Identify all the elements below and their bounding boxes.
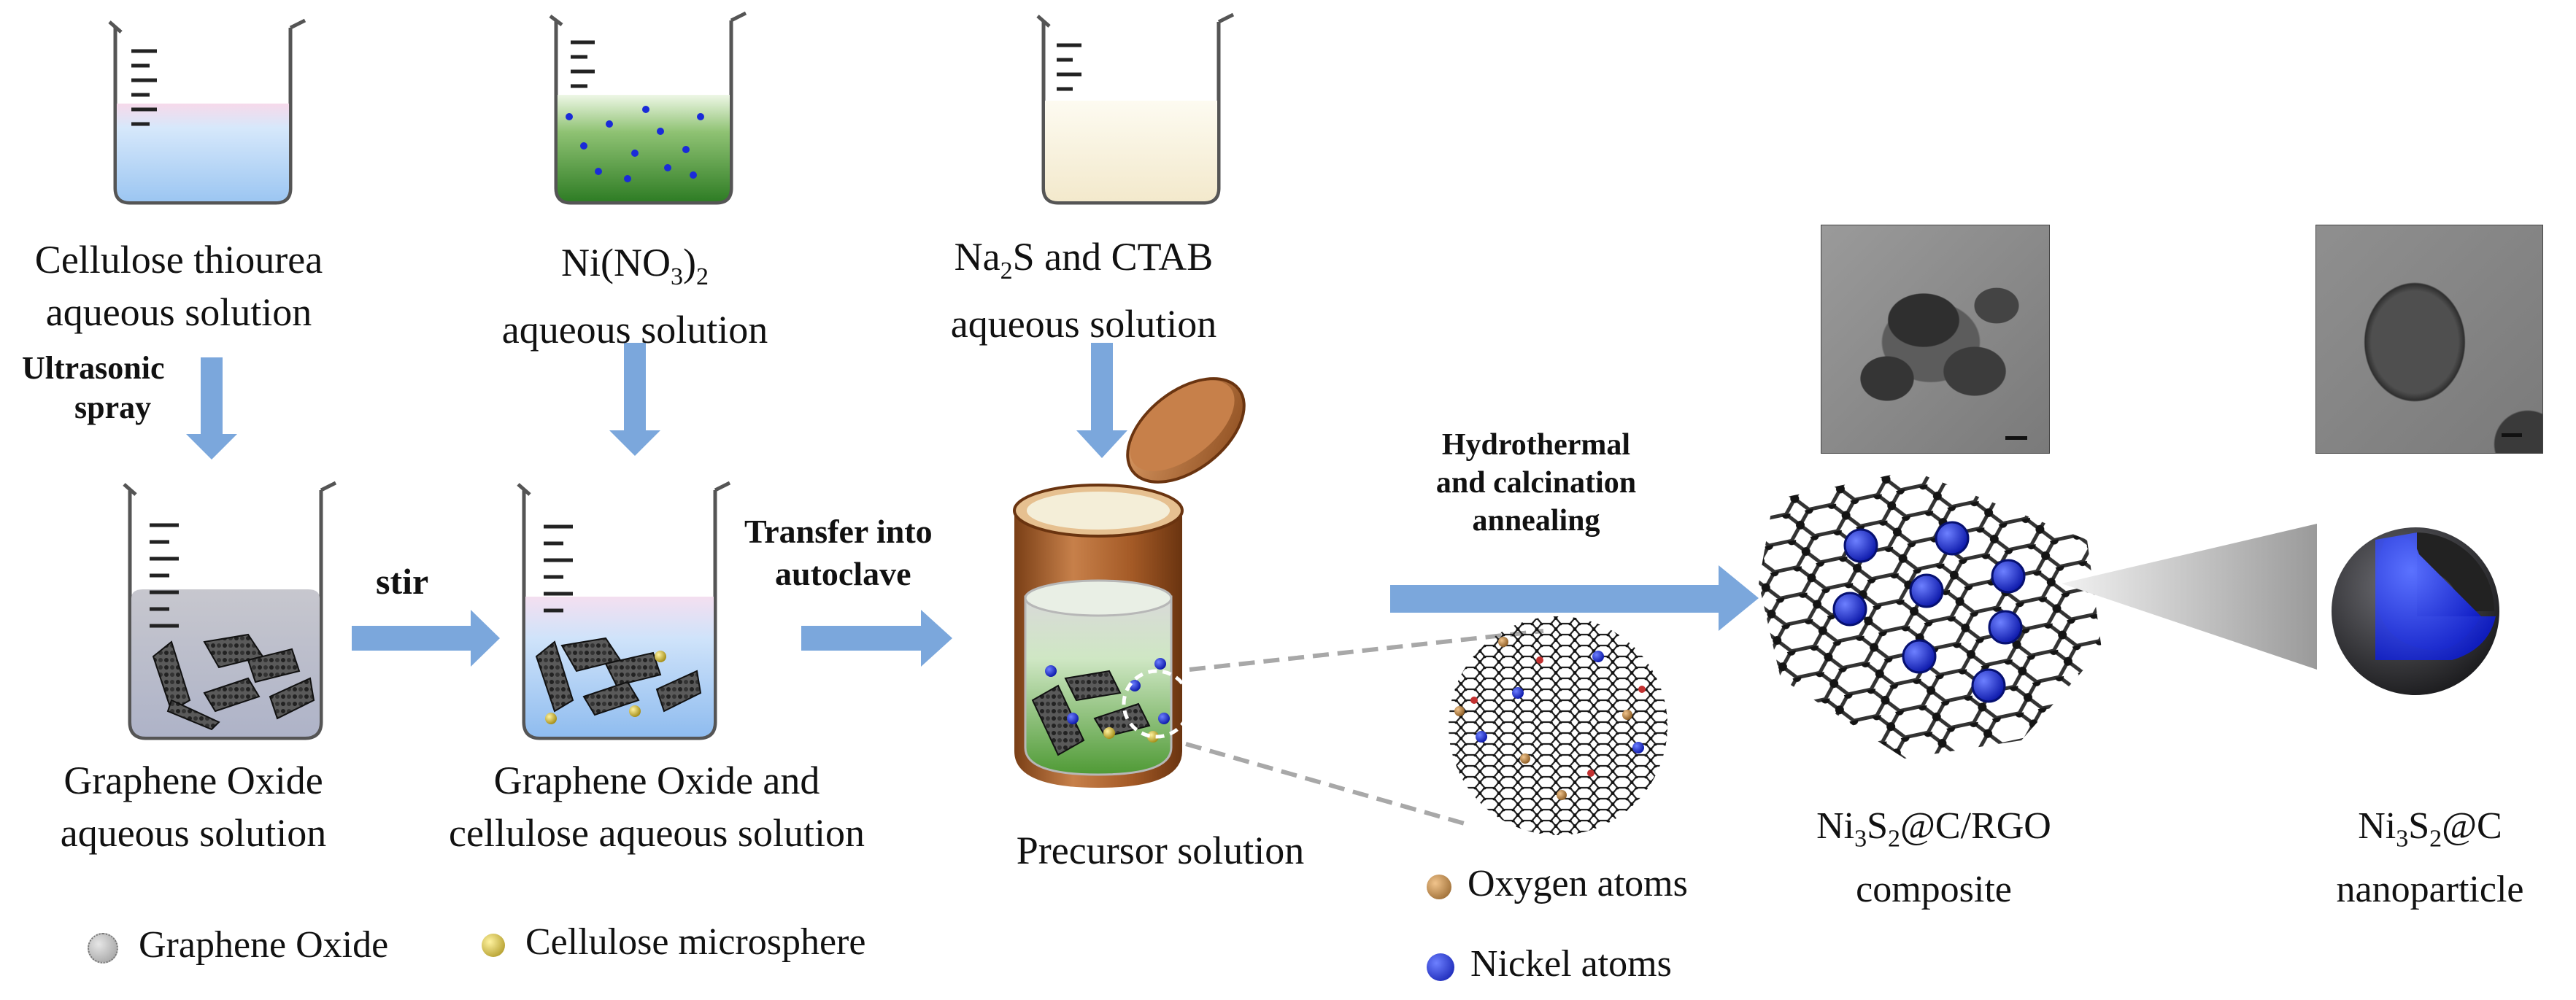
legend-nickel-atoms: Nickel atoms xyxy=(1427,942,1672,986)
go-label-line1: Graphene Oxide xyxy=(63,759,323,802)
arrow-stir xyxy=(352,610,500,667)
na2s-beaker xyxy=(1036,12,1235,205)
legend-graphene-oxide: Graphene Oxide xyxy=(88,923,388,967)
ultrasonic-step-label: Ultrasonic spray xyxy=(22,350,165,425)
hydrothermal-step-label: Hydrothermal and calcination annealing xyxy=(1435,428,1637,538)
scale-bar xyxy=(2502,433,2522,437)
go-beaker xyxy=(123,481,337,740)
composite-label-line2: composite xyxy=(1856,869,2012,911)
nitrate-label-line1: Ni(NO3)2 xyxy=(561,241,709,290)
oxygen-atom-icon xyxy=(1427,875,1451,900)
na2s-label: Na2S and CTAB aqueous solution xyxy=(909,230,1259,350)
right-arrows xyxy=(352,565,1759,667)
nitrate-label: Ni(NO3)2 aqueous solution xyxy=(460,236,810,356)
cellulose-beaker xyxy=(108,18,306,205)
graphene-oxide-zoom xyxy=(1449,616,1667,835)
transfer-step-label: Transfer into autoclave xyxy=(744,513,933,592)
go-cellulose-beaker xyxy=(517,481,731,740)
composite-label: Ni3S2@C/RGO composite xyxy=(1751,801,2116,915)
scale-bar xyxy=(2005,436,2027,440)
autoclave xyxy=(1013,377,1246,788)
legend-oxygen-atoms: Oxygen atoms xyxy=(1427,862,1688,906)
graphene-oxide-icon xyxy=(88,933,118,964)
go-label: Graphene Oxide aqueous solution xyxy=(15,754,372,859)
go-label-line2: aqueous solution xyxy=(60,811,327,855)
arrow-na2s xyxy=(1076,343,1127,458)
nitrate-beaker xyxy=(549,11,747,205)
tem-image-composite xyxy=(1821,225,2050,454)
stir-step-label: stir xyxy=(376,561,429,602)
cellulose-microsphere-icon xyxy=(482,934,505,958)
arrow-hydrothermal xyxy=(1390,565,1759,631)
down-arrows xyxy=(186,343,1127,460)
cellulose-label-line2: aqueous solution xyxy=(45,290,312,334)
zoom-lines xyxy=(1185,629,1544,826)
cellulose-label: Cellulose thiourea aqueous solution xyxy=(0,233,358,338)
legend-cellulose-microsphere: Cellulose microsphere xyxy=(482,920,865,964)
composite-sheet xyxy=(1759,470,2317,759)
composite-label-line1: Ni3S2@C/RGO xyxy=(1816,805,2051,853)
tem-image-nanoparticle xyxy=(2315,225,2543,454)
arrow-ultrasonic xyxy=(186,357,237,460)
na2s-label-line2: aqueous solution xyxy=(950,301,1217,346)
go-cellulose-label-line2: cellulose aqueous solution xyxy=(449,811,865,855)
nanoparticle-label-line2: nanoparticle xyxy=(2336,869,2524,911)
arrow-nitrate xyxy=(609,343,660,456)
nickel-atom-icon xyxy=(1427,953,1454,982)
nanoparticle-label-line1: Ni3S2@C xyxy=(2358,805,2502,853)
precursor-label: Precursor solution xyxy=(1016,829,1305,872)
go-cellulose-label: Graphene Oxide and cellulose aqueous sol… xyxy=(423,754,890,859)
arrow-transfer xyxy=(801,610,952,667)
cellulose-label-line1: Cellulose thiourea xyxy=(34,238,323,282)
go-cellulose-label-line1: Graphene Oxide and xyxy=(493,759,820,802)
nitrate-label-line2: aqueous solution xyxy=(501,307,768,352)
core-shell-nanoparticle xyxy=(2332,527,2499,695)
nanoparticle-label: Ni3S2@C nanoparticle xyxy=(2284,801,2576,915)
na2s-label-line1: Na2S and CTAB xyxy=(954,235,1214,284)
